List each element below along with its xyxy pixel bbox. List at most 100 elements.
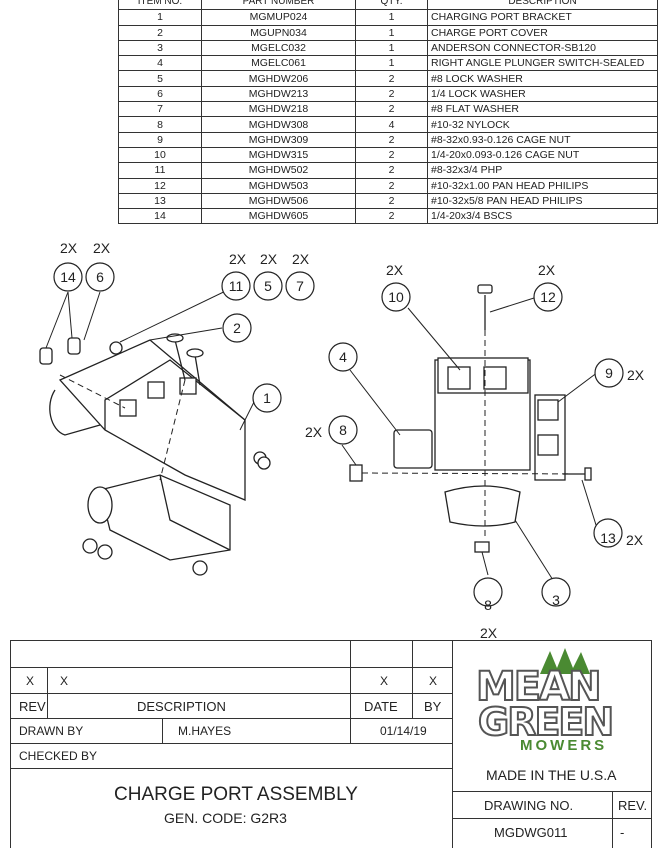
bom-header-row: ITEM NO. PART NUMBER QTY. DESCRIPTION [118,0,658,11]
balloon-9: 9 [594,358,624,388]
cage-nut-side [537,399,559,421]
qty-note: 2X [386,262,404,278]
tb-rule [10,768,452,769]
title-block: X X X X REV DESCRIPTION DATE BY DRAWN BY… [0,640,672,848]
tb-rule [10,743,452,744]
drawn-by-name: M.HAYES [178,724,232,738]
bom-cell: 2 [355,177,428,194]
qty-note: 2X [627,367,645,383]
balloon-5: 5 [253,271,283,301]
bom-cell: MGHDW506 [201,192,356,210]
balloon-8-left: 8 [328,415,358,445]
nylock-side [349,464,363,482]
bom-cell: 1 [355,24,428,41]
balloon-label: 10 [388,289,404,305]
bom-cell: MGHDW605 [201,208,356,225]
leader-line [407,307,461,371]
leader-line [45,291,69,349]
bracket-tab [49,389,101,436]
tb-rule [10,640,651,641]
by-label: BY [424,699,442,714]
rev-description-value: X [60,674,69,688]
leader-line [557,371,599,403]
balloon-label: 13 [600,530,616,546]
drawn-date: 01/14/19 [380,724,427,738]
bolt-head [67,337,81,355]
bolt-head [39,347,53,365]
connector-boot [87,486,113,524]
balloon-8-bottom: 8 [473,577,503,613]
leader-line [481,551,489,576]
cage-nut-front [483,366,507,390]
bom-cell: #10-32 NYLOCK [427,116,658,133]
bom-cell: 1/4-20x0.093-0.126 CAGE NUT [427,146,658,164]
balloon-14: 14 [53,262,83,292]
bom-cell: 9 [118,131,202,148]
qty-note: 2X [93,240,111,256]
bom-cell: MGHDW213 [201,85,356,103]
leader-line [67,291,73,339]
gen-code: GEN. CODE: G2R3 [164,810,287,826]
bom-cell: 2 [118,24,202,41]
logo-text-mean: MEAN [475,663,603,711]
bom-cell: #10-32x5/8 PAN HEAD PHILIPS [427,192,658,210]
bom-cell: #10-32x1.00 PAN HEAD PHILIPS [427,177,658,194]
balloon-10: 10 [381,282,411,312]
balloon-2: 2 [222,313,252,343]
lock-washer [109,341,123,355]
logo-text-green: GREEN [477,699,615,745]
drawing-no-label: DRAWING NO. [484,798,574,813]
bom-cell: 13 [118,192,202,210]
plunger-switch [393,429,433,469]
balloon-6: 6 [85,262,115,292]
date-label: DATE [364,699,398,714]
nylock-nut [257,456,271,470]
bom-cell: 1 [355,39,428,57]
bom-header-part-number: PART NUMBER [201,0,356,11]
qty-note: 2X [480,625,498,640]
bom-cell: CHARGE PORT COVER [427,24,658,41]
leader-line [239,397,257,431]
bom-cell: 10 [118,146,202,164]
bom-header-item-no: ITEM NO. [118,0,202,11]
bom-cell: 1 [355,9,428,26]
rev-label: REV [19,699,46,714]
bom-cell: 1 [355,55,428,72]
rev-date-value: X [380,674,389,688]
balloon-11: 11 [221,271,251,301]
screw-shaft [194,354,201,386]
bom-cell: 1/4 LOCK WASHER [427,85,658,103]
bom-cell: MGHDW502 [201,162,356,179]
bom-cell: 2 [355,192,428,210]
leader-line [341,444,357,466]
balloon-label: 14 [60,269,76,285]
qty-note: 2X [626,532,644,548]
bom-header-description: DESCRIPTION [427,0,658,11]
bom-cell: MGHDW315 [201,146,356,164]
balloon-label: 12 [540,289,556,305]
screw-head [186,348,204,358]
revision-value: - [620,825,625,840]
charge-port-cover [444,485,521,527]
bom-cell: #8-32x3/4 PHP [427,162,658,179]
logo-text-mowers: MOWERS [520,737,608,754]
description-label: DESCRIPTION [137,699,226,714]
bom-header-qty: QTY. [355,0,428,11]
leader-line [83,291,101,341]
leader-line [119,285,237,343]
bom-cell: 11 [118,162,202,179]
bom-cell: 6 [118,85,202,103]
bom-cell: 8 [118,116,202,133]
drawing-number: MGDWG011 [494,825,568,840]
assembly-line [59,374,126,409]
tb-rule [10,718,452,719]
balloon-label: 5 [264,278,272,294]
